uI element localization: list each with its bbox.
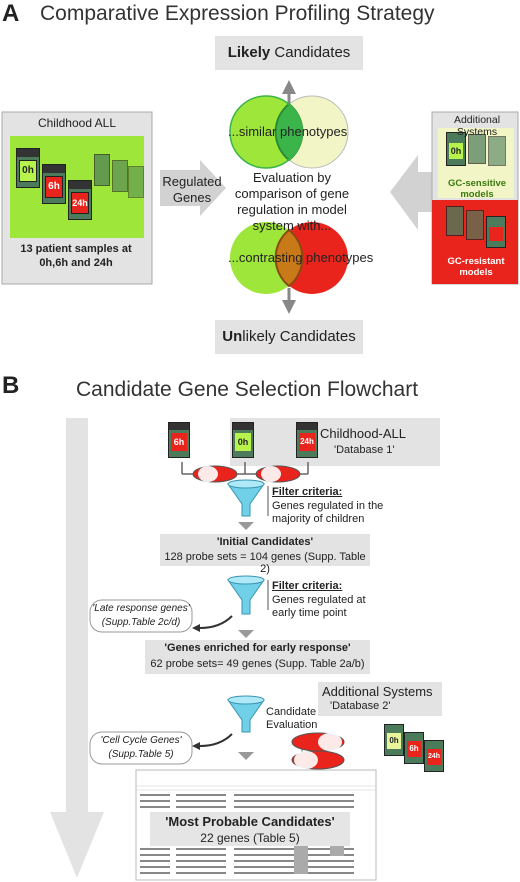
likely-box [215, 36, 363, 70]
enriched-text: 62 probe sets= 49 genes (Supp. Table 2a/… [150, 658, 365, 670]
filter2-title: Filter criteria: [272, 580, 343, 592]
panel-b-title: Candidate Gene Selection Flowchart [76, 378, 419, 401]
samples-label: 13 patient samples at 0h,6h and 24h [20, 243, 132, 269]
filter2-text: Genes regulated at early time point [272, 594, 366, 619]
filter1-funnel-icon [227, 483, 265, 517]
unlikely-box [215, 320, 363, 354]
tube-icon: 0h [232, 422, 254, 458]
database1-box [230, 418, 440, 466]
additional-arrow [390, 155, 418, 230]
tube-icon: 24h [68, 180, 92, 220]
most-probable-title: 'Most Probable Candidates' [165, 814, 335, 829]
up-arrow-head [282, 80, 296, 94]
gc-sensitive-label: GC-sensitive models [447, 178, 507, 200]
tube-icon: 24h [296, 422, 318, 458]
flow-arrow-head [50, 812, 104, 878]
initial-candidates-title: 'Initial Candidates' [216, 536, 314, 548]
tube-icon: 0h [16, 148, 40, 188]
sample-tubes: 0h 6h 24h [16, 148, 146, 238]
childhood-all-db-label: Childhood-ALL [320, 426, 407, 441]
panel-a-title: Comparative Expression Profiling Strateg… [40, 2, 435, 25]
initial-candidates-text: 128 probe sets = 104 genes (Supp. Table … [164, 551, 366, 575]
flow-arrow-shaft [66, 418, 88, 818]
gc-sensitive-tubes: 0h [446, 132, 516, 176]
initial-candidates-box [160, 534, 370, 566]
panel-a-letter: A [2, 0, 20, 27]
late-response-ref: (Supp.Table 2c/d) [101, 617, 181, 628]
similar-phenotypes-label: ...similar phenotypes [228, 124, 348, 139]
unlikely-candidates-label: Unlikely Candidates [222, 328, 356, 345]
cell-cycle-title: 'Cell Cycle Genes' [100, 735, 182, 746]
most-probable-box [150, 812, 350, 846]
enriched-box [145, 640, 370, 674]
tube-icon: 6h [168, 422, 190, 458]
contrasting-phenotypes-label: ...contrasting phenotypes [228, 250, 374, 265]
late-response-title: 'Late response genes' [92, 603, 190, 614]
regulated-genes-label: Regulated Genes [162, 174, 222, 205]
additional-systems-title: Additional Systems [453, 114, 501, 138]
database2-label: 'Database 2' [330, 700, 391, 712]
filter1-title: Filter criteria: [272, 486, 343, 498]
contrast-venn-overlap [274, 228, 304, 288]
down-arrow-head [282, 300, 296, 314]
most-probable-text: 22 genes (Table 5) [200, 831, 300, 845]
childhood-all-title: Childhood ALL [37, 116, 117, 130]
cell-cycle-box [89, 731, 193, 765]
likely-candidates-label: Likely Candidates [227, 44, 351, 61]
database2-box [318, 682, 442, 716]
gc-resistant-tubes [446, 206, 516, 250]
gc-resistant-label: GC-resistant models [447, 256, 505, 278]
filter1-text: Genes regulated in the majority of child… [272, 500, 384, 525]
filter2-funnel-icon [227, 579, 265, 615]
panel-b-letter: B [2, 372, 20, 399]
tube-icon: 6h [42, 164, 66, 204]
candidate-evaluation-label: Candidate Evaluation [266, 706, 318, 731]
database1-label: 'Database 1' [334, 444, 395, 456]
additional-systems-b-title: Additional Systems [322, 684, 433, 699]
evaluation-funnel-icon [227, 699, 265, 733]
cell-cycle-ref: (Supp.Table 5) [108, 749, 174, 760]
database2-tubes: 0h 6h 24h [384, 724, 444, 774]
enriched-title: 'Genes enriched for early response' [164, 642, 351, 654]
evaluation-text: Evaluation by comparison of gene regulat… [234, 170, 350, 233]
late-response-box [89, 599, 193, 633]
regulated-genes-arrow [160, 160, 226, 216]
